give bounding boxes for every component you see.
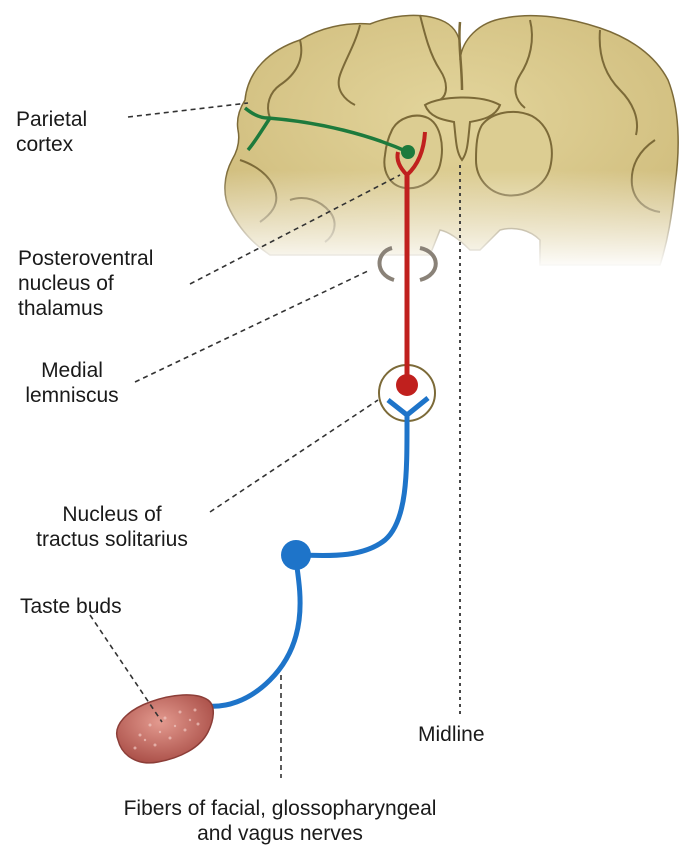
label-nucleus-solitarius: Nucleus of tractus solitarius <box>12 502 212 552</box>
label-line: Fibers of facial, glossopharyngeal <box>40 796 520 821</box>
afferent-peripheral-fiber <box>200 560 300 706</box>
label-taste-buds: Taste buds <box>20 594 122 619</box>
label-line: Parietal <box>16 107 87 132</box>
label-line: tractus solitarius <box>12 527 212 552</box>
label-line: Posteroventral <box>18 246 153 271</box>
leader-medial-lemniscus <box>135 270 370 382</box>
label-line: and vagus nerves <box>40 821 520 846</box>
taste-bud-illustration <box>117 695 214 763</box>
solitary-nucleus-cell <box>396 374 418 396</box>
afferent-central-fiber <box>296 415 407 556</box>
label-line: lemniscus <box>22 383 122 408</box>
leader-taste-buds <box>90 615 162 722</box>
label-line: thalamus <box>18 296 153 321</box>
thalamic-synapse-dot <box>401 145 415 159</box>
label-posteroventral-nucleus: Posteroventral nucleus of thalamus <box>18 246 153 321</box>
label-line: Medial <box>22 358 122 383</box>
label-line: Nucleus of <box>12 502 212 527</box>
label-medial-lemniscus: Medial lemniscus <box>22 358 122 408</box>
label-line: nucleus of <box>18 271 153 296</box>
label-fibers: Fibers of facial, glossopharyngeal and v… <box>40 796 520 846</box>
label-line: cortex <box>16 132 87 157</box>
brain-fade <box>220 170 680 270</box>
label-parietal-cortex: Parietal cortex <box>16 107 87 157</box>
label-midline: Midline <box>418 722 485 747</box>
leader-parietal-cortex <box>128 103 248 117</box>
leader-nucleus-solitarius <box>210 400 378 512</box>
afferent-terminal-fork <box>388 398 428 415</box>
